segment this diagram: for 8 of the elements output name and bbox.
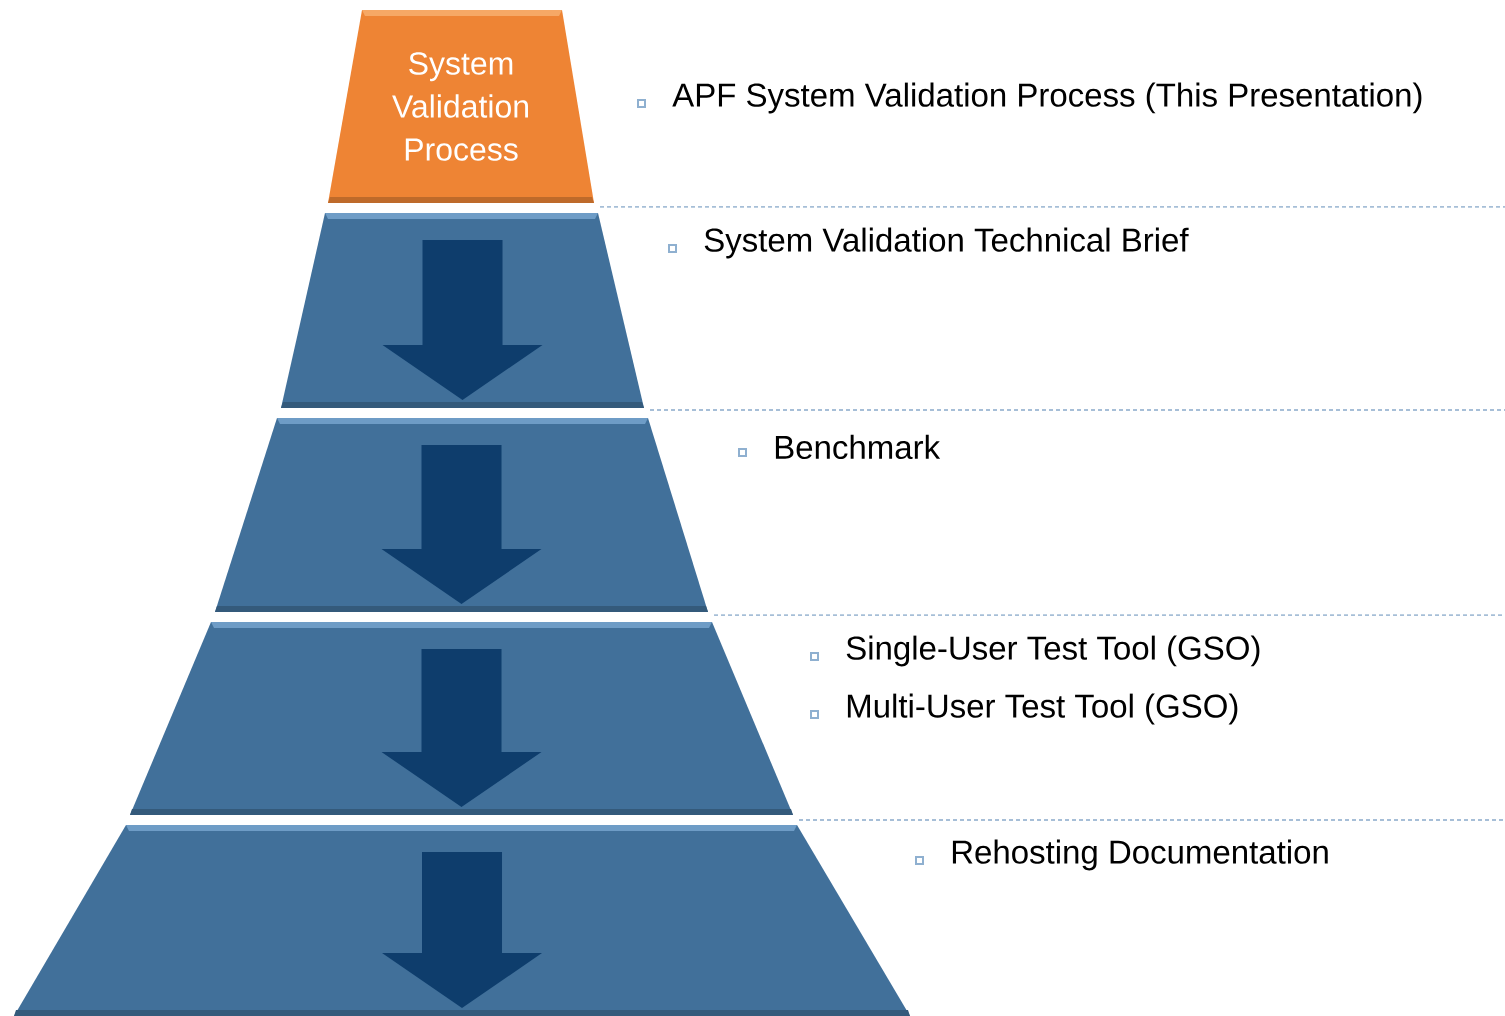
pyramid-tier: System Validation Process bbox=[328, 10, 594, 203]
list-item: Benchmark bbox=[775, 434, 941, 460]
list-item: Single-User Test Tool (GSO) bbox=[846, 635, 1260, 667]
list-item: Rehosting Documentation bbox=[952, 839, 1328, 871]
list-item: APF System Validation Process (This Presentation) bbox=[672, 82, 1422, 114]
list-item: Multi-User Test Tool (GSO) bbox=[847, 693, 1238, 725]
list-item: System Validation Technical Brief bbox=[704, 227, 1189, 259]
pyramid-band bbox=[14, 825, 910, 1016]
